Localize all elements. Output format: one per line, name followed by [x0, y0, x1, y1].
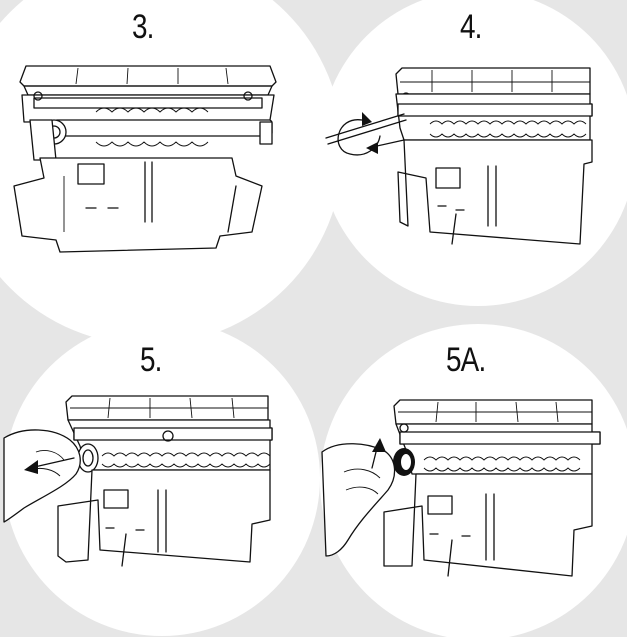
panel-4-illustration — [325, 67, 593, 245]
panel-3-illustration — [13, 65, 277, 253]
step-3-label: 3. — [132, 8, 154, 46]
step-4-label: 4. — [460, 8, 482, 46]
panel-5a-illustration — [321, 399, 601, 577]
panel-5-illustration — [3, 395, 273, 567]
step-5a-label: 5A. — [446, 341, 486, 379]
step-5-label: 5. — [140, 341, 162, 379]
